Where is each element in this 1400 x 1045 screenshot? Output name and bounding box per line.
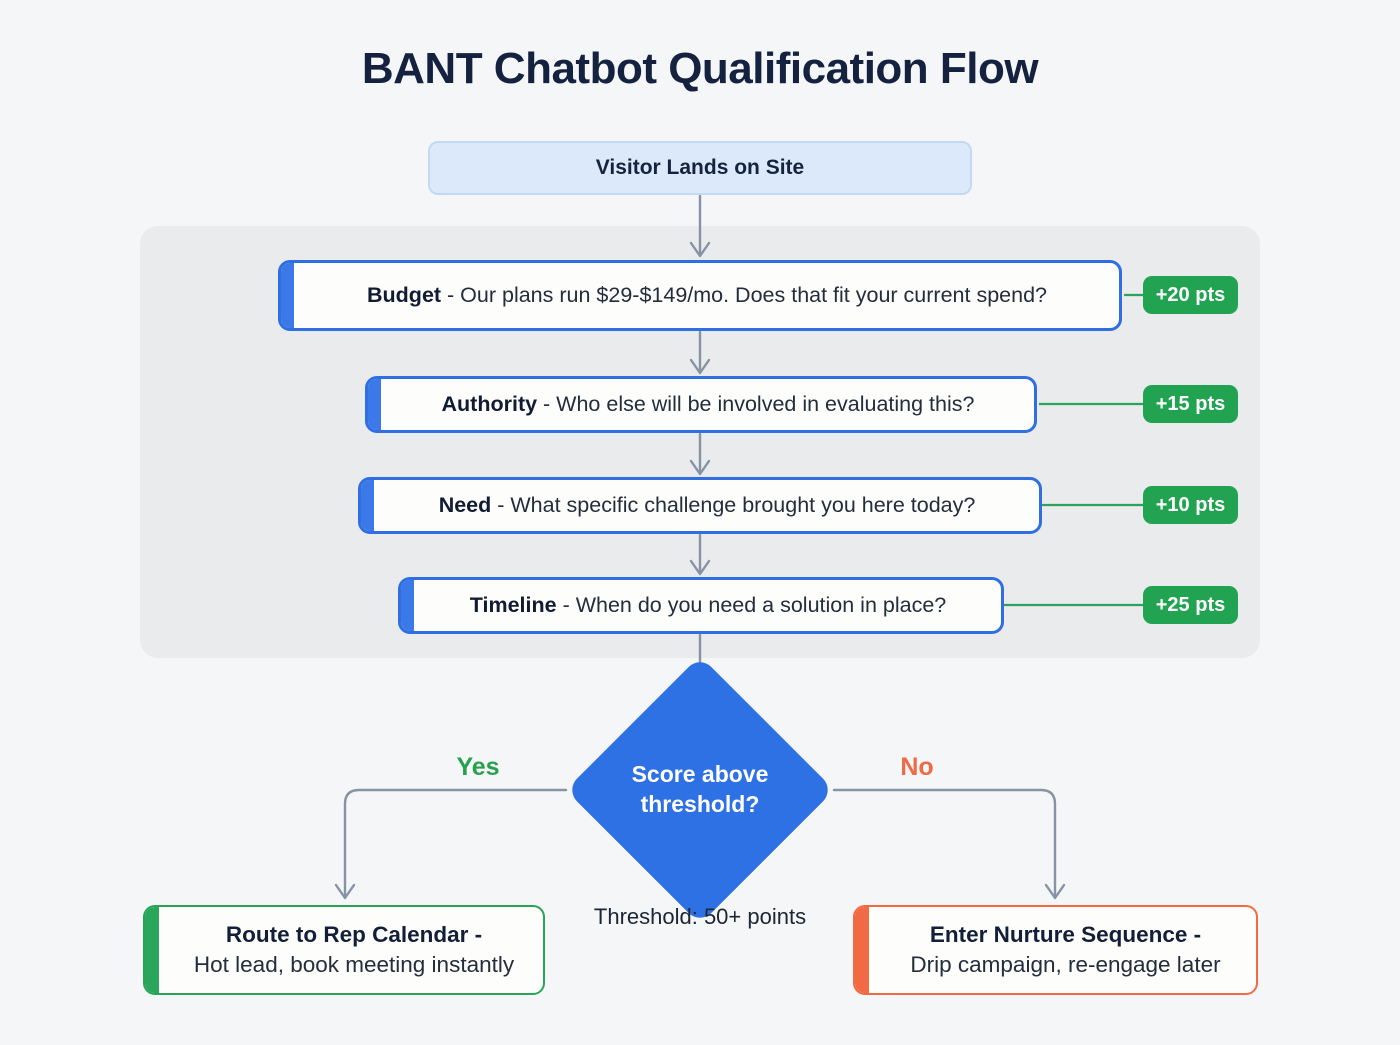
question-need-text: Need - What specific challenge brought y… <box>413 493 988 519</box>
timeline-accent-bar <box>401 580 414 631</box>
branch-no-head <box>1044 883 1066 900</box>
question-timeline-text: Timeline - When do you need a solution i… <box>444 593 959 619</box>
question-box-authority: Authority - Who else will be involved in… <box>365 376 1037 433</box>
question-box-budget: Budget - Our plans run $29-$149/mo. Does… <box>278 260 1122 331</box>
nurture-accent-bar <box>855 907 869 993</box>
page-title: BANT Chatbot Qualification Flow <box>361 44 1039 93</box>
decision-label: Score above threshold? <box>631 761 769 817</box>
branch-no-line <box>832 788 1057 899</box>
question-budget-text: Budget - Our plans run $29-$149/mo. Does… <box>341 283 1059 309</box>
outcome-qualified-subtitle: Hot lead, book meeting instantly <box>193 952 515 977</box>
points-badge-authority-label: +15 pts <box>1155 392 1226 415</box>
branch-yes-head <box>334 883 356 900</box>
question-budget-question: - Our plans run $29-$149/mo. Does that f… <box>447 282 1047 307</box>
outcome-box-nurture: Enter Nurture Sequence - Drip campaign, … <box>853 905 1258 995</box>
outcome-nurture-text: Enter Nurture Sequence - Drip campaign, … <box>890 920 1220 979</box>
question-box-timeline: Timeline - When do you need a solution i… <box>398 577 1004 634</box>
question-budget-label: Budget <box>367 282 442 307</box>
question-need-question: - What specific challenge brought you he… <box>497 492 976 517</box>
question-box-need: Need - What specific challenge brought y… <box>358 477 1042 534</box>
qualified-accent-bar <box>145 907 159 993</box>
start-node: Visitor Lands on Site <box>428 141 972 195</box>
outcome-nurture-subtitle: Drip campaign, re-engage later <box>910 952 1221 977</box>
outcome-qualified-text: Route to Rep Calendar - Hot lead, book m… <box>174 920 514 979</box>
question-authority-text: Authority - Who else will be involved in… <box>416 392 987 418</box>
authority-accent-bar <box>368 379 381 430</box>
threshold-note: Threshold: 50+ points <box>593 904 807 929</box>
question-timeline-question: - When do you need a solution in place? <box>562 592 947 617</box>
outcome-nurture-title: Enter Nurture Sequence - <box>929 922 1202 948</box>
points-badge-timeline: +25 pts <box>1143 586 1238 624</box>
points-badge-budget-label: +20 pts <box>1155 283 1226 306</box>
question-authority-question: - Who else will be involved in evaluatin… <box>543 391 975 416</box>
outcome-box-qualified: Route to Rep Calendar - Hot lead, book m… <box>143 905 545 995</box>
branch-label-yes: Yes <box>456 753 500 781</box>
points-badge-need: +10 pts <box>1143 486 1238 524</box>
need-accent-bar <box>361 480 374 531</box>
question-authority-label: Authority <box>441 391 538 416</box>
points-badge-need-label: +10 pts <box>1155 493 1226 516</box>
points-badge-authority: +15 pts <box>1143 385 1238 423</box>
question-need-label: Need <box>438 492 492 517</box>
question-timeline-label: Timeline <box>469 592 557 617</box>
budget-accent-bar <box>281 263 294 328</box>
branch-yes-line <box>343 788 568 899</box>
outcome-qualified-title: Route to Rep Calendar - <box>225 922 483 948</box>
points-badge-timeline-label: +25 pts <box>1155 593 1226 616</box>
branch-label-no: No <box>900 753 934 781</box>
points-badge-budget: +20 pts <box>1143 276 1238 314</box>
start-node-label: Visitor Lands on Site <box>595 156 805 179</box>
